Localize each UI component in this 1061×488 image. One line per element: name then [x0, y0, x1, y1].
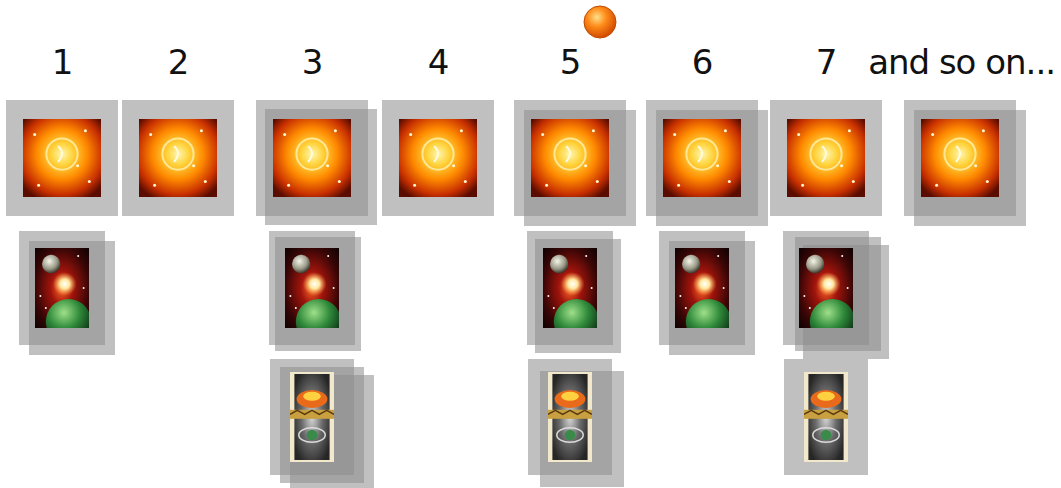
- card: [646, 100, 768, 226]
- column-number: 3: [302, 42, 323, 82]
- card-frame: [524, 110, 636, 226]
- sun-image: [23, 119, 101, 197]
- card-frame: [122, 100, 234, 216]
- planets-image: [675, 248, 729, 328]
- card: [256, 100, 377, 225]
- sun-image: [139, 119, 217, 197]
- sun-image: [531, 119, 609, 197]
- card-frame: [382, 100, 494, 216]
- sun-image: [399, 119, 477, 197]
- card: [514, 100, 636, 226]
- column-number: 5: [560, 42, 581, 82]
- card: [659, 231, 755, 355]
- card: [784, 359, 868, 475]
- card-frame: [265, 109, 377, 225]
- card-frame: [535, 239, 621, 353]
- card-frame: [669, 241, 755, 355]
- column-number: 2: [168, 42, 189, 82]
- card: [783, 231, 889, 359]
- portal-image: [548, 372, 592, 462]
- sun-image: [663, 119, 741, 197]
- card-frame: [770, 100, 882, 216]
- portal-image: [290, 372, 334, 462]
- column-number: 6: [692, 42, 713, 82]
- card-frame: [29, 241, 115, 355]
- orange-ball: [584, 6, 616, 38]
- card: [6, 100, 118, 216]
- card: [528, 359, 624, 487]
- sun-image: [273, 119, 351, 197]
- planets-image: [285, 248, 339, 328]
- planets-image: [543, 248, 597, 328]
- card-frame: [784, 359, 868, 475]
- card-frame: [656, 110, 768, 226]
- card: [770, 100, 882, 216]
- sun-image: [787, 119, 865, 197]
- card: [270, 359, 374, 488]
- card-frame: [6, 100, 118, 216]
- sun-image: [921, 119, 999, 197]
- column-number: 4: [428, 42, 449, 82]
- card: [269, 231, 361, 351]
- column-number: 7: [816, 42, 837, 82]
- card-frame: [914, 110, 1026, 226]
- column-number: and so on...: [868, 42, 1055, 82]
- card: [382, 100, 494, 216]
- card-frame: [540, 371, 624, 487]
- card-frame: [275, 237, 361, 351]
- card: [19, 231, 115, 355]
- card: [527, 231, 621, 353]
- planets-image: [35, 248, 89, 328]
- card: [122, 100, 234, 216]
- portal-image: [804, 372, 848, 462]
- planets-image: [799, 248, 853, 328]
- card: [904, 100, 1026, 226]
- column-number: 1: [52, 42, 73, 82]
